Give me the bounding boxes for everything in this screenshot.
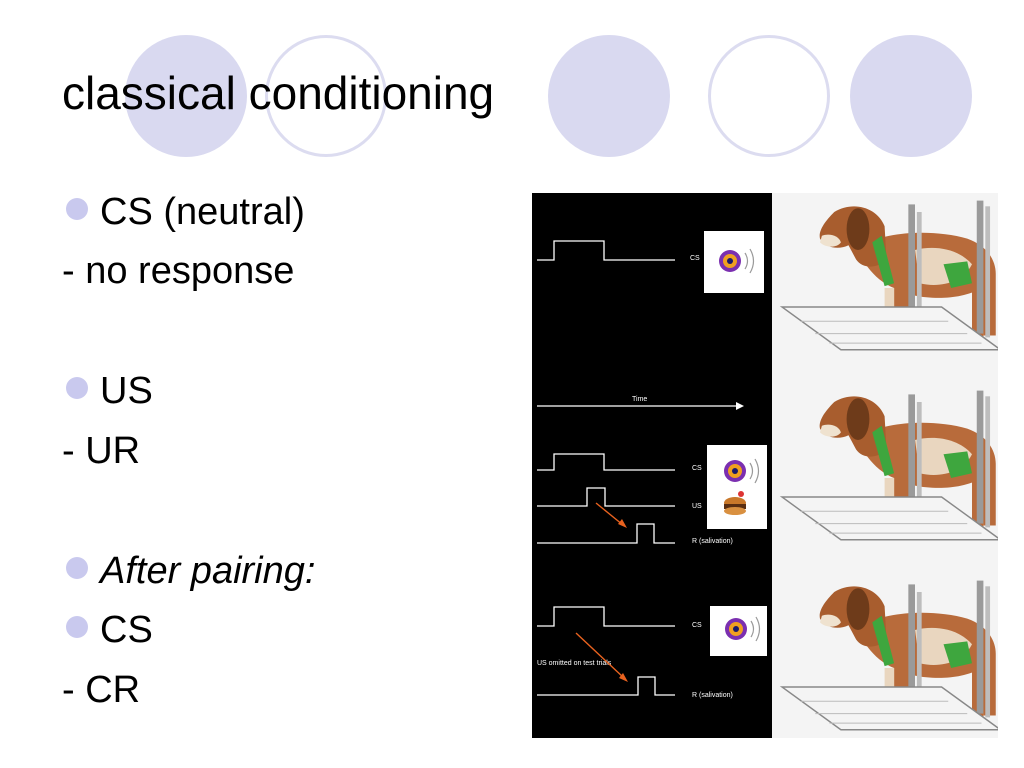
decor-ring-1 bbox=[265, 35, 387, 157]
line-text: US bbox=[100, 370, 153, 412]
bullet-dot bbox=[66, 616, 88, 638]
time-label: Time bbox=[632, 396, 647, 403]
pairing-arrow-3 bbox=[575, 632, 625, 679]
line-text: After pairing: bbox=[100, 550, 316, 592]
bullet-line: After pairing: bbox=[66, 552, 315, 590]
line-text: CS (neutral) bbox=[100, 191, 305, 233]
us-omitted-note: US omitted on test trials bbox=[537, 660, 612, 667]
decor-circle-2 bbox=[548, 35, 670, 157]
line-text: CS bbox=[100, 609, 153, 651]
bullet-line: CS bbox=[66, 611, 153, 649]
bullet-dot bbox=[66, 557, 88, 579]
cs-label-1: CS bbox=[690, 255, 700, 262]
r-label-2: R (salivation) bbox=[692, 538, 733, 545]
sub-line: - CR bbox=[62, 669, 141, 711]
cs-label-3: CS bbox=[692, 622, 702, 629]
food-icon bbox=[724, 491, 746, 515]
bullet-dot bbox=[66, 198, 88, 220]
pairing-arrow-2 bbox=[595, 502, 624, 526]
bullet-dot bbox=[66, 377, 88, 399]
r-label-3: R (salivation) bbox=[692, 692, 733, 699]
bullet-line: CS (neutral) bbox=[66, 193, 305, 231]
us-label: US bbox=[692, 503, 702, 510]
stimulus-box-2 bbox=[707, 445, 767, 529]
decor-ring-2 bbox=[708, 35, 830, 157]
conditioning-figure: CS Time CS US R (salivation) CS US omitt… bbox=[532, 193, 998, 738]
decor-circle-3 bbox=[850, 35, 972, 157]
slide-title: classical conditioning bbox=[62, 67, 495, 119]
bullet-line: US bbox=[66, 372, 153, 410]
decor-circle-1 bbox=[125, 35, 247, 157]
cs-label-2: CS bbox=[692, 465, 702, 472]
sub-line: - no response bbox=[62, 250, 295, 292]
sub-line: - UR bbox=[62, 430, 141, 472]
